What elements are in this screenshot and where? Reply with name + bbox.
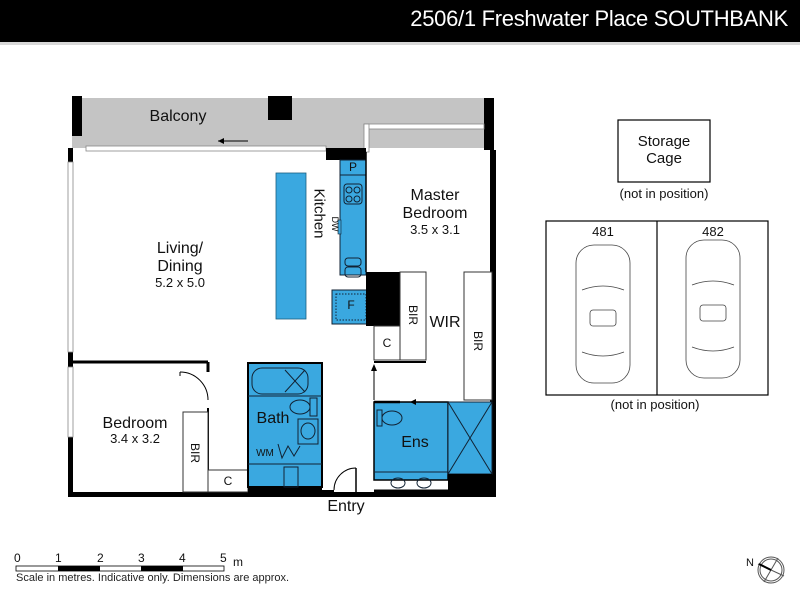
page-title: 2506/1 Freshwater Place SOUTHBANK (410, 6, 788, 31)
pantry-label: P (348, 160, 357, 174)
bir-bedroom-label: BIR (188, 442, 202, 463)
bath-label: Bath (256, 410, 290, 427)
balcony-label: Balcony (149, 108, 207, 125)
storage-label-line1: Storage (637, 133, 691, 150)
car-icon (685, 239, 741, 379)
scale-tick-4: 4 (179, 551, 186, 565)
entry-label: Entry (327, 498, 365, 515)
header-divider (0, 42, 800, 45)
wir-label: WIR (429, 314, 461, 331)
cupboard-entry-label: C (223, 474, 233, 488)
parking-note: (not in position) (610, 397, 700, 412)
ensuite-label: Ens (401, 434, 429, 451)
living-label: Living/ Dining 5.2 x 5.0 (130, 240, 230, 290)
master-dimensions: 3.5 x 3.1 (410, 222, 460, 237)
kitchen-label: Kitchen (310, 188, 328, 239)
living-label-line1: Living/ (156, 240, 204, 257)
living-dimensions: 5.2 x 5.0 (155, 275, 205, 290)
car-icon (575, 244, 631, 384)
scale-tick-0: 0 (14, 551, 21, 565)
storage-cage-box (617, 119, 711, 183)
scale-tick-2: 2 (97, 551, 104, 565)
compass-north-label: N (746, 557, 754, 569)
master-label-line2: Bedroom (402, 205, 468, 222)
scale-tick-3: 3 (138, 551, 145, 565)
scale-unit: m (233, 555, 243, 569)
kitchen-island (275, 172, 307, 320)
storage-label-line2: Cage (646, 150, 682, 167)
bedroom-dimensions: 3.4 x 3.2 (110, 431, 160, 446)
bedroom-label-text: Bedroom (102, 415, 168, 432)
scale-tick-1: 1 (55, 551, 62, 565)
parking-bay-482: 482 (702, 224, 724, 239)
parking-bay-481: 481 (592, 224, 614, 239)
dishwasher-label: DW (330, 216, 340, 232)
column (268, 96, 292, 120)
living-label-line2: Dining (157, 258, 203, 275)
compass-icon (757, 556, 785, 584)
washing-machine-label: WM (256, 448, 274, 459)
header-bar: 2506/1 Freshwater Place SOUTHBANK (0, 0, 800, 42)
scale-note: Scale in metres. Indicative only. Dimens… (16, 572, 290, 584)
bir-master-left-label: BIR (406, 304, 420, 325)
cupboard-hall-label: C (382, 336, 392, 350)
scale-bar (15, 565, 225, 572)
bir-master-right-label: BIR (471, 330, 485, 351)
scale-tick-5: 5 (220, 551, 227, 565)
master-label-line1: Master (410, 187, 460, 204)
storage-note: (not in position) (619, 186, 709, 201)
bedroom-label: Bedroom 3.4 x 3.2 (90, 415, 180, 446)
master-label: Master Bedroom 3.5 x 3.1 (385, 187, 485, 237)
arrow-icon (218, 138, 224, 144)
storage-cage-label: Storage Cage (618, 133, 710, 167)
fridge-label: F (347, 298, 355, 312)
